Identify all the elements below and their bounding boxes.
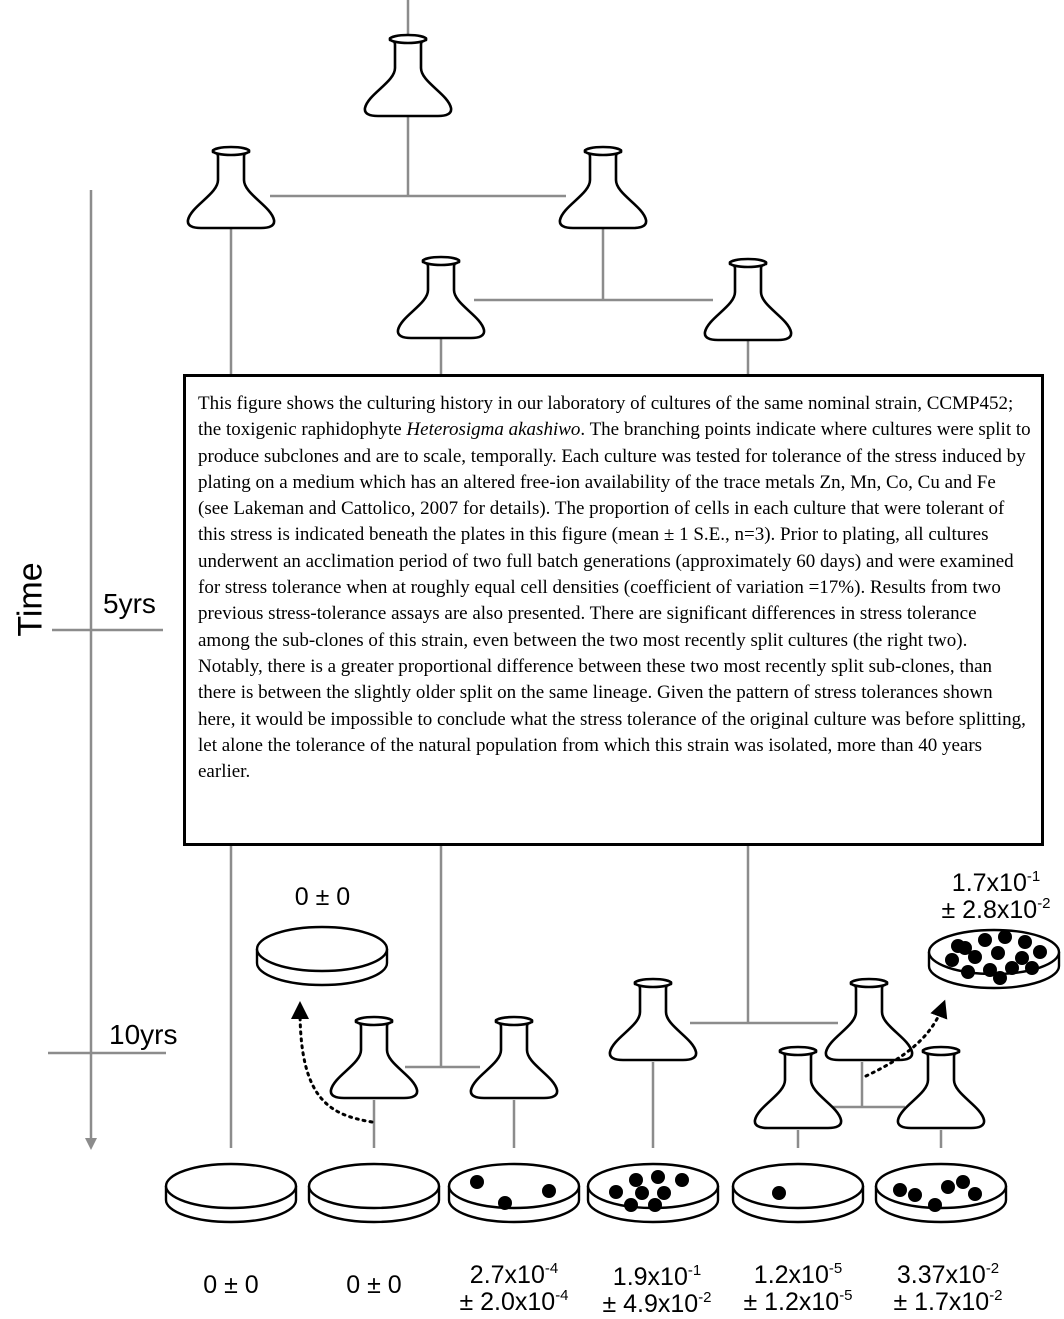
tolerance-label-3: 2.7x10-4 ± 2.0x10-4	[459, 1260, 569, 1316]
flask-icon-gen2-left	[186, 145, 276, 230]
tick-label-10yrs: 10yrs	[109, 1019, 178, 1050]
flask-icon-sub-2	[469, 1015, 559, 1100]
colonies-previous-right	[945, 930, 1047, 985]
flask-icon-sub-1	[329, 1015, 419, 1100]
tolerance-label-6: 3.37x10-2 ± 1.7x10-2	[893, 1260, 1003, 1316]
tolerance-label-4: 1.9x10-1 ± 4.9x10-2	[602, 1262, 712, 1318]
flask-icon-gen3-right	[703, 257, 793, 342]
tolerance-label-5: 1.2x10-5 ± 1.2x10-5	[743, 1260, 853, 1316]
time-axis	[48, 190, 166, 1150]
flask-icon-sub-3	[608, 977, 698, 1062]
flask-icon-original	[363, 33, 453, 118]
flask-icon-gen2-right	[558, 145, 648, 230]
flask-icon-gen3-left	[396, 255, 486, 340]
colonies-plate-3	[470, 1175, 556, 1210]
caption-text-part2: . The branching points indicate where cu…	[198, 419, 1031, 783]
previous-assay-right-label: 1.7x10-1 ± 2.8x10-2	[928, 868, 1064, 924]
lineage-lines	[229, 0, 943, 1148]
plate-icon-previous-left	[255, 925, 389, 987]
tolerance-label-2: 0 ± 0	[346, 1271, 402, 1299]
time-axis-arrow	[85, 1138, 97, 1150]
flask-icon-sub-6	[896, 1045, 986, 1130]
colonies-plate-6	[893, 1175, 982, 1212]
previous-assay-right-mean: 1.7x10-1	[951, 868, 1041, 897]
plate-icon-5	[731, 1162, 865, 1224]
tolerance-label-1: 0 ± 0	[203, 1271, 259, 1299]
plate-previous-right	[927, 928, 1061, 990]
caption-box: This figure shows the culturing history …	[183, 374, 1044, 846]
colonies-plate-5	[772, 1186, 786, 1200]
previous-assay-arrow-left	[291, 1001, 374, 1124]
colonies-plate-4	[609, 1170, 689, 1212]
caption-text-part1: This figure shows the culturing history …	[198, 393, 1014, 441]
plate-icon-2	[307, 1162, 441, 1224]
previous-assay-left-label: 0 ± 0	[294, 883, 351, 911]
previous-assay-right-se: ± 2.8x10-2	[941, 895, 1051, 924]
previous-assay-arrow-right	[864, 999, 948, 1078]
tick-label-5yrs: 5yrs	[103, 588, 156, 619]
plate-icon-3	[447, 1162, 581, 1224]
time-axis-title: Time	[11, 562, 50, 637]
bottom-plates	[164, 1162, 1008, 1224]
caption-species-name: Heterosigma akashiwo	[406, 419, 581, 441]
flask-icon-sub-4	[824, 977, 914, 1062]
plate-icon-1	[164, 1162, 298, 1224]
